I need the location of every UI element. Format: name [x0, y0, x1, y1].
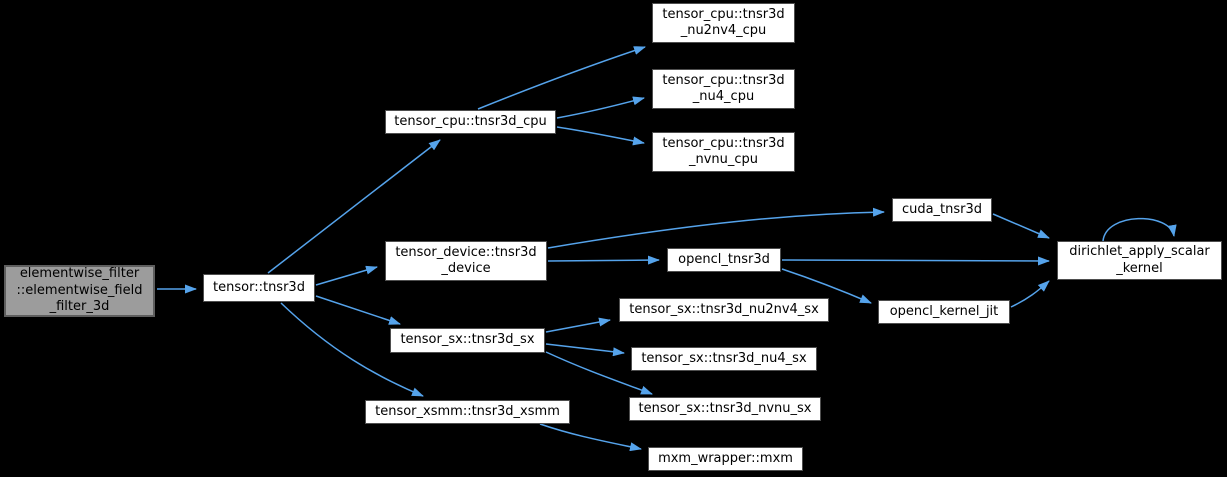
edge-tensor_sx_tnsr3d_sx-to-tensor_sx_tnsr3d_nu4_sx: [545, 343, 625, 357]
edge-tensor_tnsr3d-to-tensor_device_tnsr3d_device: [315, 265, 378, 286]
graph-node-tensor_device_tnsr3d_device[interactable]: tensor_device::tnsr3d_device: [385, 241, 547, 281]
graph-node-tensor_sx_tnsr3d_sx[interactable]: tensor_sx::tnsr3d_sx: [390, 328, 545, 353]
node-label-line: _device: [441, 261, 491, 276]
node-label-line: dirichlet_apply_scalar: [1069, 244, 1210, 259]
node-label-line: tensor_xsmm::tnsr3d_xsmm: [375, 403, 560, 419]
graph-node-mxm_wrapper_mxm[interactable]: mxm_wrapper::mxm: [648, 447, 803, 471]
edge-tensor_device_tnsr3d_device-to-opencl_tnsr3d: [547, 255, 660, 265]
graph-node-tensor_sx_tnsr3d_nu2nv4_sx[interactable]: tensor_sx::tnsr3d_nu2nv4_sx: [619, 298, 829, 322]
edge-tensor_sx_tnsr3d_sx-to-tensor_sx_tnsr3d_nu2nv4_sx: [545, 317, 611, 333]
edge-tensor_sx_tnsr3d_sx-to-tensor_sx_tnsr3d_nvnu_sx: [545, 351, 653, 395]
node-label-line: tensor_sx::tnsr3d_nu2nv4_sx: [629, 301, 819, 317]
graph-node-tensor_sx_tnsr3d_nu4_sx[interactable]: tensor_sx::tnsr3d_nu4_sx: [631, 347, 817, 371]
node-label-line: tensor_device::tnsr3d: [395, 244, 537, 260]
node-label-line: opencl_kernel_jit: [889, 303, 999, 319]
edge-opencl_tnsr3d-to-dirichlet_apply_scalar_kernel: [781, 256, 1050, 266]
node-label-line: tensor_sx::tnsr3d_nvnu_sx: [638, 400, 812, 416]
edge-opencl_kernel_jit-to-dirichlet_apply_scalar_kernel: [1010, 280, 1050, 308]
node-label-line: _nvnu_cpu: [688, 152, 759, 167]
node-label-line: elementwise_filter: [19, 266, 140, 282]
node-label-line: ::elementwise_field: [16, 282, 143, 298]
graph-node-tensor_xsmm_tnsr3d_xsmm[interactable]: tensor_xsmm::tnsr3d_xsmm: [365, 400, 570, 424]
node-label-line: tensor_cpu::tnsr3d_cpu: [394, 113, 547, 129]
node-label-line: tensor_cpu::tnsr3d: [662, 72, 785, 88]
graph-node-elementwise_field_filter_3d: elementwise_filter::elementwise_field_fi…: [4, 265, 155, 317]
edge-tensor_tnsr3d-to-tensor_cpu_tnsr3d_cpu: [267, 139, 441, 274]
node-label-line: tensor_sx::tnsr3d_nu4_sx: [641, 350, 807, 366]
graph-node-tensor_cpu_tnsr3d_cpu[interactable]: tensor_cpu::tnsr3d_cpu: [385, 110, 556, 134]
node-label-line: tensor::tnsr3d: [213, 279, 305, 295]
edge-opencl_tnsr3d-to-opencl_kernel_jit: [781, 268, 872, 304]
edge-tensor_cpu_tnsr3d_cpu-to-tensor_cpu_tnsr3d_nvnu_cpu: [556, 126, 645, 146]
node-label-line: _nu2nv4_cpu: [680, 23, 767, 38]
edge-tensor_cpu_tnsr3d_cpu-to-tensor_cpu_tnsr3d_nu2nv4_cpu: [477, 46, 646, 110]
graph-node-tensor_sx_tnsr3d_nvnu_sx[interactable]: tensor_sx::tnsr3d_nvnu_sx: [629, 397, 821, 421]
node-label-line: tensor_sx::tnsr3d_sx: [400, 332, 535, 348]
graph-node-tensor_cpu_tnsr3d_nu4_cpu[interactable]: tensor_cpu::tnsr3d_nu4_cpu: [652, 69, 795, 109]
graph-node-tensor_cpu_tnsr3d_nvnu_cpu[interactable]: tensor_cpu::tnsr3d_nvnu_cpu: [652, 132, 795, 172]
graph-node-opencl_kernel_jit[interactable]: opencl_kernel_jit: [878, 300, 1010, 324]
node-label-line: tensor_cpu::tnsr3d: [662, 6, 785, 22]
graph-node-tensor_cpu_tnsr3d_nu2nv4_cpu[interactable]: tensor_cpu::tnsr3d_nu2nv4_cpu: [652, 3, 795, 43]
graph-node-dirichlet_apply_scalar_kernel[interactable]: dirichlet_apply_scalar_kernel: [1057, 241, 1222, 280]
edge-dirichlet_apply_scalar_kernel-to-dirichlet_apply_scalar_kernel: [1102, 217, 1177, 242]
edge-tensor_cpu_tnsr3d_cpu-to-tensor_cpu_tnsr3d_nu4_cpu: [556, 96, 645, 119]
edge-cuda_tnsr3d-to-dirichlet_apply_scalar_kernel: [992, 213, 1050, 239]
node-label-line: _nu4_cpu: [692, 89, 755, 104]
node-label-line: opencl_tnsr3d: [678, 251, 770, 267]
edge-tensor_tnsr3d-to-tensor_xsmm_tnsr3d_xsmm: [280, 302, 424, 397]
node-label-line: _kernel: [1116, 260, 1163, 276]
node-label-line: _filter_3d: [49, 299, 110, 315]
node-label-line: tensor_cpu::tnsr3d: [662, 135, 785, 151]
node-label-line: cuda_tnsr3d: [901, 201, 983, 217]
node-label-line: mxm_wrapper::mxm: [658, 450, 793, 466]
graph-node-tensor_tnsr3d[interactable]: tensor::tnsr3d: [203, 274, 315, 302]
edge-tensor_tnsr3d-to-tensor_sx_tnsr3d_sx: [315, 295, 401, 325]
graph-node-cuda_tnsr3d[interactable]: cuda_tnsr3d: [892, 198, 992, 222]
graph-node-opencl_tnsr3d[interactable]: opencl_tnsr3d: [667, 248, 781, 272]
edge-tensor_xsmm_tnsr3d_xsmm-to-mxm_wrapper_mxm: [539, 423, 642, 452]
edge-tensor_device_tnsr3d_device-to-cuda_tnsr3d: [547, 207, 885, 249]
